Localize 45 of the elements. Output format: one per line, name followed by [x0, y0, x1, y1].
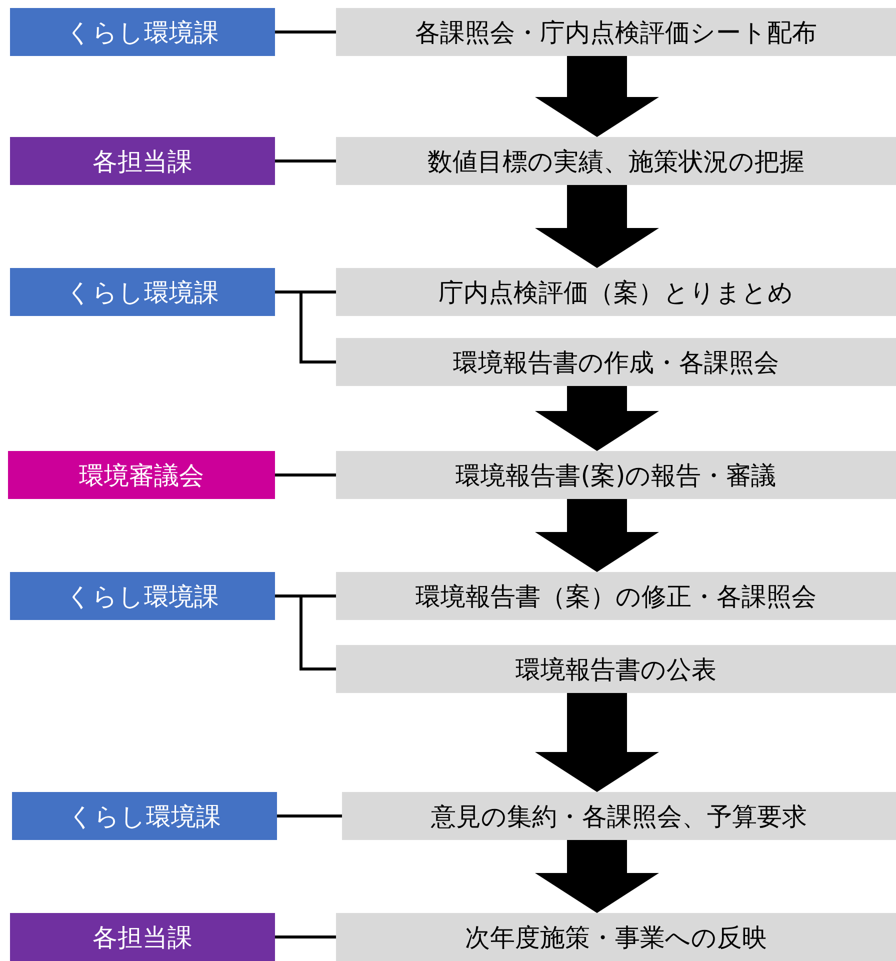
box-text: 次年度施策・事業への反映 — [465, 922, 767, 954]
block-arrow — [535, 693, 659, 792]
box-text: くらし環境課 — [66, 580, 219, 612]
box-text: 環境報告書(案)の報告・審議 — [456, 460, 776, 492]
connector-line — [277, 814, 342, 818]
block-arrow — [535, 386, 659, 451]
block-arrow — [535, 840, 659, 913]
department-box — [10, 572, 275, 620]
box-text: 各担当課 — [92, 146, 192, 178]
process-box — [336, 913, 896, 961]
department-box — [10, 913, 275, 961]
department-box — [8, 451, 275, 499]
process-box — [336, 137, 896, 185]
box-text: 環境報告書の作成・各課照会 — [453, 346, 779, 378]
box-text: くらし環境課 — [66, 276, 219, 308]
process-box — [336, 572, 896, 620]
box-text: 環境審議会 — [79, 460, 204, 492]
box-text: 各課照会・庁内点検評価シート配布 — [415, 16, 817, 48]
connector-line — [275, 474, 336, 476]
box-text: 環境報告書（案）の修正・各課照会 — [416, 580, 816, 612]
connector-line — [275, 936, 336, 938]
block-arrow — [535, 499, 659, 572]
box-text: くらし環境課 — [66, 16, 219, 48]
department-box — [10, 8, 275, 56]
process-box — [336, 338, 896, 386]
process-box — [342, 792, 896, 840]
connector-line — [275, 290, 336, 364]
process-box — [336, 645, 896, 693]
box-text: 環境報告書の公表 — [516, 654, 716, 686]
connector-line — [275, 594, 336, 670]
box-text: 庁内点検評価（案）とりまとめ — [438, 276, 794, 308]
department-box — [12, 792, 277, 840]
department-box — [10, 137, 275, 185]
department-box — [10, 268, 275, 316]
box-text: 数値目標の実績、施策状況の把握 — [428, 146, 804, 178]
connector-line — [275, 30, 336, 34]
box-text: 各担当課 — [92, 922, 192, 954]
process-box — [336, 268, 896, 316]
block-arrow — [535, 185, 659, 268]
box-text: 意見の集約・各課照会、予算要求 — [431, 800, 807, 832]
block-arrow — [535, 56, 659, 137]
process-box — [336, 451, 896, 499]
connector-line — [275, 160, 336, 162]
box-text: くらし環境課 — [68, 800, 221, 832]
process-box — [336, 8, 896, 56]
